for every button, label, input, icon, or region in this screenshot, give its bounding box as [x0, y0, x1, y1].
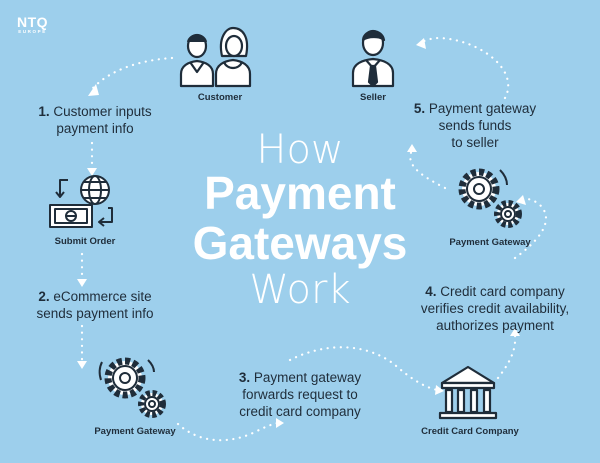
path-step4-to-gateway: [513, 197, 547, 260]
step-5-line3: to seller: [451, 135, 499, 150]
path-customer-to-step1: [91, 56, 174, 90]
step-3-line1: Payment gateway: [253, 370, 362, 385]
arrowhead-seller: [416, 38, 426, 49]
arrowhead-gateway-left: [77, 361, 87, 369]
step-3-num: 3.: [238, 370, 251, 385]
step-3-line2: forwards request to: [242, 387, 358, 402]
step-5-line2: sends funds: [438, 118, 512, 133]
step-2: 2. eCommerce site sends payment info: [20, 288, 170, 322]
title-payment: Payment: [204, 167, 396, 219]
title-work: Work: [249, 267, 351, 313]
step-1: 1. Customer inputs payment info: [25, 103, 165, 137]
arrowhead-step4: [510, 328, 520, 336]
arrowhead-step1: [88, 84, 99, 96]
arrowhead-order: [87, 168, 97, 176]
label-payment-gateway-left: Payment Gateway: [94, 426, 176, 437]
step-3: 3. Payment gateway forwards request to c…: [225, 369, 375, 420]
step-5-line1: Payment gateway: [428, 101, 537, 116]
step-4-line1: Credit card company: [440, 284, 565, 299]
step-4: 4. Credit card company verifies credit a…: [405, 283, 585, 334]
label-credit-card-company: Credit Card Company: [421, 426, 519, 437]
step-1-num: 1.: [38, 104, 50, 119]
arrowhead-step3: [276, 418, 284, 428]
label-seller: Seller: [360, 92, 386, 103]
logo: NTQ EUROPE: [17, 14, 48, 34]
step-2-num: 2.: [38, 289, 50, 304]
logo-main: NTQ: [17, 14, 49, 30]
label-submit-order: Submit Order: [54, 236, 116, 247]
path-step3-to-bank: [288, 346, 440, 392]
path-step5-to-seller: [417, 36, 510, 100]
step-4-line3: authorizes payment: [436, 318, 554, 333]
path-bank-to-step4: [496, 333, 517, 380]
arrowhead-gateway-right: [516, 195, 526, 205]
step-2-line2: sends payment info: [36, 306, 154, 321]
step-1-line2: payment info: [56, 121, 134, 136]
label-payment-gateway-right: Payment Gateway: [449, 237, 531, 248]
step-5: 5. Payment gateway sends funds to seller: [405, 100, 545, 151]
step-4-line2: verifies credit availability,: [420, 301, 570, 316]
step-3-line3: credit card company: [239, 404, 361, 419]
step-5-num: 5.: [413, 101, 426, 116]
path-gateway-to-step5: [409, 148, 447, 190]
label-customer: Customer: [197, 92, 243, 103]
step-1-line1: Customer inputs: [53, 104, 152, 119]
step-2-line1: eCommerce site: [53, 289, 152, 304]
arrowhead-bank: [435, 385, 444, 395]
title-how: How: [256, 127, 344, 173]
step-4-num: 4.: [425, 284, 437, 299]
arrowhead-step5: [407, 144, 417, 152]
arrowhead-step2: [77, 279, 87, 287]
title-gateways: Gateways: [192, 217, 408, 269]
path-gateway-to-step3: [176, 421, 280, 442]
logo-sub: EUROPE: [18, 29, 47, 34]
